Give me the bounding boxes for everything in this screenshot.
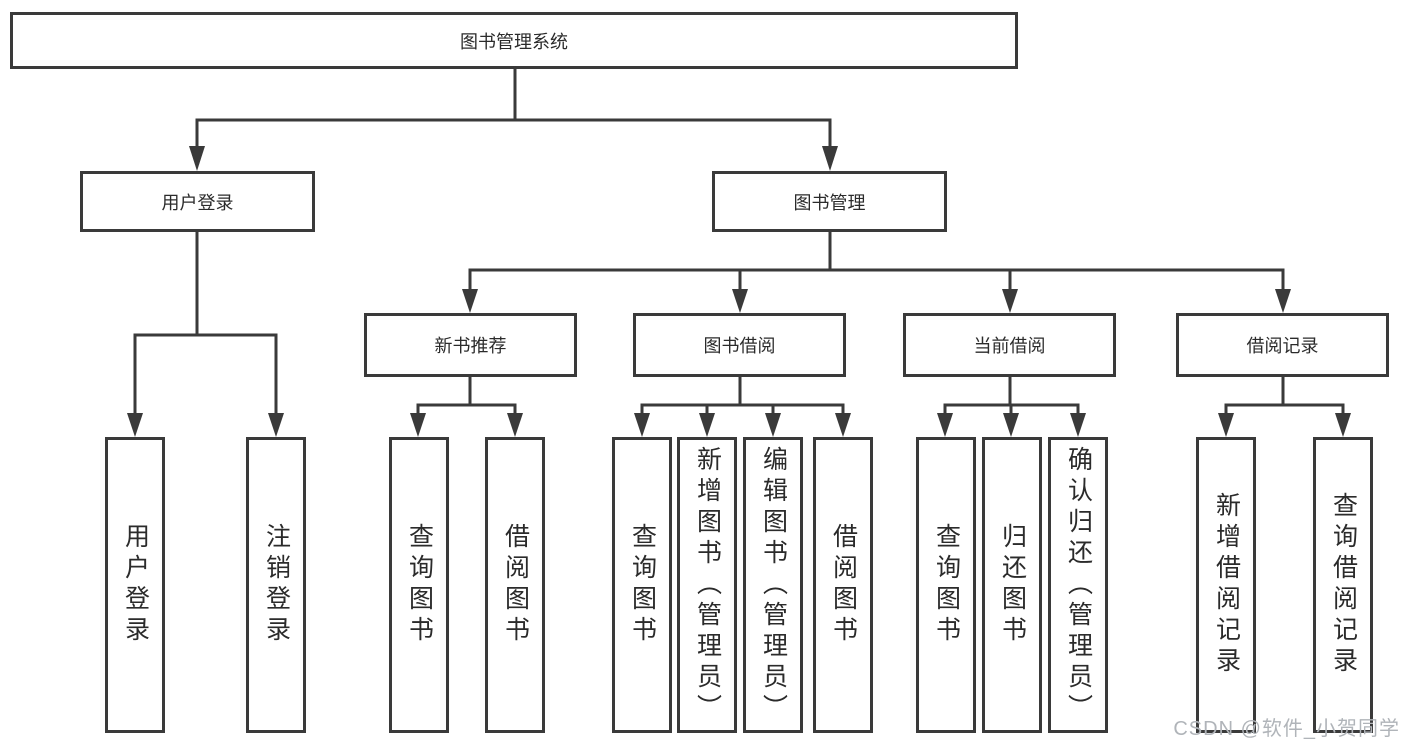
leaf-return-book: 归还图书 xyxy=(982,437,1042,733)
leaf-user-login-label: 用户登录 xyxy=(121,523,150,647)
leaf-query-borrow-record: 查询借阅记录 xyxy=(1313,437,1373,733)
node-root: 图书管理系统 xyxy=(10,12,1018,69)
leaf-query-books-borrow: 查询图书 xyxy=(612,437,672,733)
watermark-text: CSDN @软件_小贺同学 xyxy=(1173,718,1400,740)
node-current-borrow: 当前借阅 xyxy=(903,313,1116,377)
node-user-login-label: 用户登录 xyxy=(161,192,234,213)
leaf-edit-book-admin-label: 编辑图书（管理员） xyxy=(759,445,788,725)
node-borrow-records: 借阅记录 xyxy=(1176,313,1389,377)
node-borrow-records-label: 借阅记录 xyxy=(1246,336,1319,356)
leaf-query-books-borrow-label: 查询图书 xyxy=(628,523,657,647)
leaf-edit-book-admin: 编辑图书（管理员） xyxy=(743,437,803,733)
node-new-book-recommend: 新书推荐 xyxy=(364,313,577,377)
node-book-management: 图书管理 xyxy=(712,171,947,232)
node-book-management-label: 图书管理 xyxy=(793,192,866,213)
leaf-logout: 注销登录 xyxy=(246,437,306,733)
node-root-label: 图书管理系统 xyxy=(460,31,568,52)
leaf-add-book-admin-label: 新增图书（管理员） xyxy=(693,445,722,725)
leaf-query-books-current: 查询图书 xyxy=(916,437,976,733)
leaf-confirm-return-admin-label: 确认归还（管理员） xyxy=(1064,445,1093,725)
leaf-borrow-books-borrow-label: 借阅图书 xyxy=(829,523,858,647)
leaf-return-book-label: 归还图书 xyxy=(998,523,1027,647)
leaf-query-books-newbook-label: 查询图书 xyxy=(405,523,434,647)
node-book-borrow-label: 图书借阅 xyxy=(703,336,776,356)
leaf-query-borrow-record-label: 查询借阅记录 xyxy=(1329,492,1358,678)
leaf-add-book-admin: 新增图书（管理员） xyxy=(677,437,737,733)
leaf-logout-label: 注销登录 xyxy=(262,523,291,647)
node-current-borrow-label: 当前借阅 xyxy=(973,336,1046,356)
leaf-add-borrow-record-label: 新增借阅记录 xyxy=(1212,492,1241,678)
leaf-query-books-current-label: 查询图书 xyxy=(932,523,961,647)
leaf-query-books-newbook: 查询图书 xyxy=(389,437,449,733)
leaf-borrow-books-borrow: 借阅图书 xyxy=(813,437,873,733)
leaf-borrow-books-newbook: 借阅图书 xyxy=(485,437,545,733)
leaf-confirm-return-admin: 确认归还（管理员） xyxy=(1048,437,1108,733)
node-book-borrow: 图书借阅 xyxy=(633,313,846,377)
leaf-add-borrow-record: 新增借阅记录 xyxy=(1196,437,1256,733)
leaf-borrow-books-newbook-label: 借阅图书 xyxy=(501,523,530,647)
node-new-book-recommend-label: 新书推荐 xyxy=(434,336,507,356)
node-user-login: 用户登录 xyxy=(80,171,315,232)
leaf-user-login: 用户登录 xyxy=(105,437,165,733)
